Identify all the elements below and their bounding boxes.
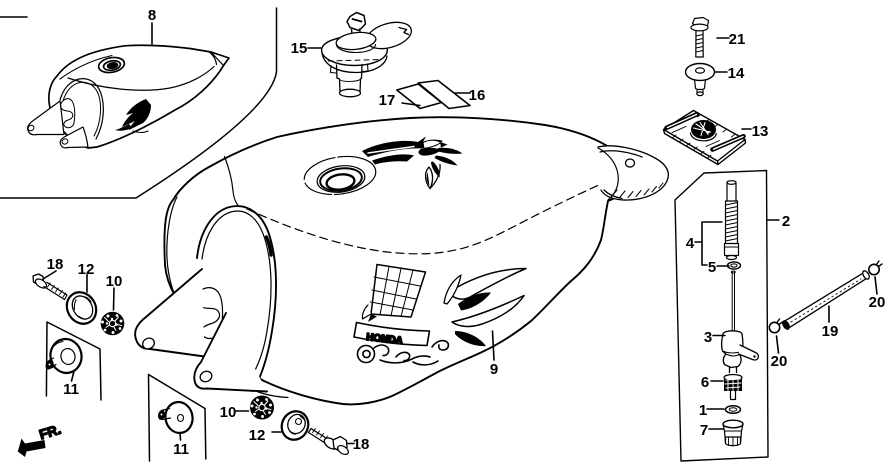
- svg-text:15: 15: [291, 40, 308, 57]
- svg-text:8: 8: [148, 7, 156, 24]
- svg-text:17: 17: [379, 92, 396, 109]
- svg-text:3: 3: [704, 329, 712, 346]
- svg-text:18: 18: [353, 436, 370, 453]
- svg-text:7: 7: [700, 422, 708, 439]
- svg-text:11: 11: [173, 441, 189, 458]
- svg-text:20: 20: [869, 294, 886, 311]
- svg-text:10: 10: [106, 273, 123, 290]
- svg-text:18: 18: [47, 256, 64, 273]
- svg-text:5: 5: [708, 259, 716, 276]
- svg-text:12: 12: [249, 427, 266, 444]
- svg-text:12: 12: [78, 261, 95, 278]
- svg-text:10: 10: [220, 404, 237, 421]
- svg-text:FR.: FR.: [37, 422, 62, 443]
- svg-text:2: 2: [782, 213, 790, 230]
- svg-text:6: 6: [701, 374, 709, 391]
- svg-text:HONDA: HONDA: [366, 332, 404, 347]
- svg-text:4: 4: [686, 235, 695, 252]
- svg-text:11: 11: [63, 381, 79, 398]
- svg-text:16: 16: [469, 87, 486, 104]
- svg-text:9: 9: [490, 361, 498, 378]
- svg-text:14: 14: [728, 65, 745, 82]
- svg-text:1: 1: [699, 402, 707, 419]
- svg-text:19: 19: [822, 323, 839, 340]
- svg-text:20: 20: [771, 353, 788, 370]
- svg-text:21: 21: [729, 31, 746, 48]
- svg-text:13: 13: [752, 123, 769, 140]
